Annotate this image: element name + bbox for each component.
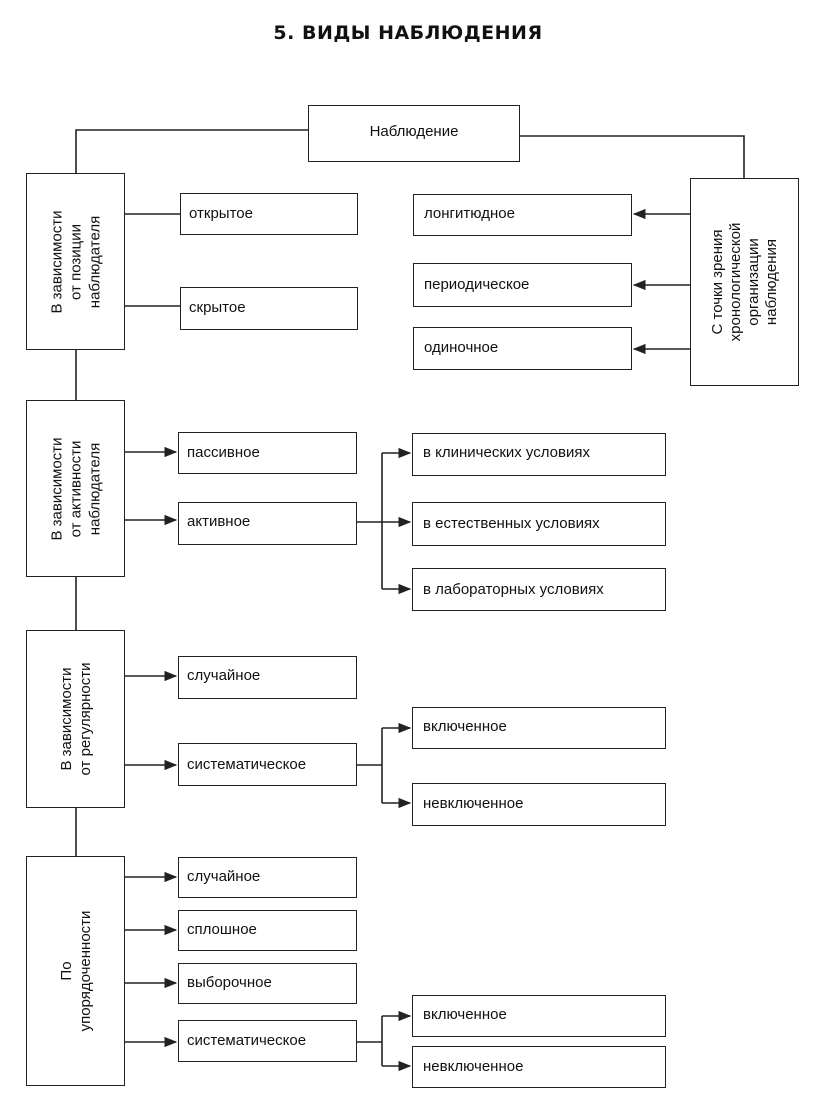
- group-chronology-box: С точки зрения хронологической организац…: [690, 178, 799, 386]
- group-position-label: В зависимости от позиции наблюдателя: [48, 209, 103, 314]
- item-longitudinal: лонгитюдное: [413, 194, 632, 236]
- group-position-box: В зависимости от позиции наблюдателя: [26, 173, 125, 350]
- item-single: одиночное: [413, 327, 632, 370]
- root-box: Наблюдение: [308, 105, 520, 162]
- root-label: Наблюдение: [369, 123, 459, 140]
- item-order-continuous: сплошное: [178, 910, 357, 951]
- item-order-sampling: выборочное: [178, 963, 357, 1004]
- root-left-connector: [75, 129, 308, 173]
- page-title: 5. ВИДЫ НАБЛЮДЕНИЯ: [273, 22, 543, 44]
- root-right-connector: [520, 135, 745, 178]
- item-regular-systematic: систематическое: [178, 743, 357, 786]
- item-active: активное: [178, 502, 357, 545]
- item-clinical: в клинических условиях: [412, 433, 666, 476]
- item-regular-random: случайное: [178, 656, 357, 699]
- group-order-box: По упорядоченности: [26, 856, 125, 1086]
- group-regularity-label: В зависимости от регулярности: [57, 662, 94, 776]
- item-regular-included: включенное: [412, 707, 666, 749]
- item-order-included: включенное: [412, 995, 666, 1037]
- item-passive: пассивное: [178, 432, 357, 474]
- group-regularity-box: В зависимости от регулярности: [26, 630, 125, 808]
- group-chronology-label: С точки зрения хронологической организац…: [708, 222, 780, 342]
- item-periodic: периодическое: [413, 263, 632, 307]
- item-order-systematic: систематическое: [178, 1020, 357, 1062]
- item-natural: в естественных условиях: [412, 502, 666, 546]
- group-activity-label: В зависимости от активности наблюдателя: [48, 436, 103, 541]
- item-open: открытое: [180, 193, 358, 235]
- group-activity-box: В зависимости от активности наблюдателя: [26, 400, 125, 577]
- item-laboratory: в лабораторных условиях: [412, 568, 666, 611]
- item-order-random: случайное: [178, 857, 357, 898]
- item-hidden: скрытое: [180, 287, 358, 330]
- item-regular-not-included: невключенное: [412, 783, 666, 826]
- item-order-not-included: невключенное: [412, 1046, 666, 1088]
- group-order-label: По упорядоченности: [57, 910, 94, 1032]
